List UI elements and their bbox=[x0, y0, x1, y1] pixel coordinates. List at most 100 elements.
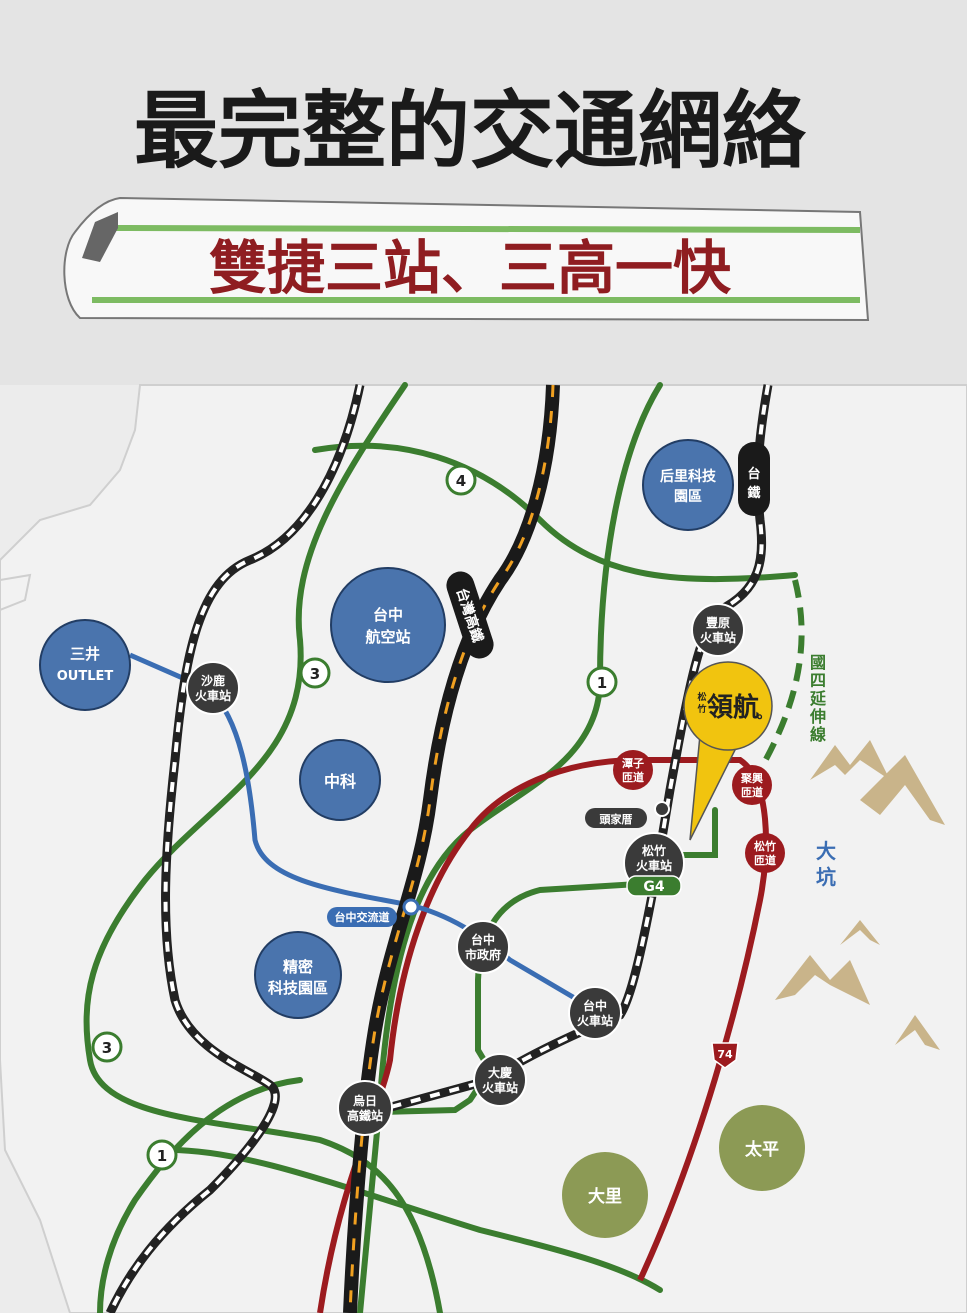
shalu-label-1: 沙鹿 bbox=[201, 673, 225, 688]
road-marker-1-top: 1 bbox=[586, 666, 618, 698]
precision-park-area: 精密 科技園區 bbox=[254, 931, 342, 1019]
dali-area: 大里 bbox=[562, 1152, 648, 1238]
songzhu-ramp-label-2: 匝道 bbox=[754, 853, 776, 867]
road-marker-4: 4 bbox=[445, 464, 477, 496]
dakeng-char-2: 坑 bbox=[816, 865, 836, 889]
tra-label-char-2: 鐵 bbox=[747, 485, 760, 501]
dakeng-char-1: 大 bbox=[816, 839, 836, 863]
shalu-station: 沙鹿 火車站 bbox=[186, 661, 240, 715]
marker-74-text: 74 bbox=[717, 1048, 733, 1061]
road-marker-3-top: 3 bbox=[299, 657, 331, 689]
songzhu-ramp-label-1: 松竹 bbox=[754, 839, 776, 853]
mitsui-label-2: OUTLET bbox=[57, 669, 114, 684]
tanzi-ramp: 潭子 匝道 bbox=[613, 750, 653, 790]
header-background bbox=[0, 0, 967, 390]
extension-char-1: 國 bbox=[810, 653, 826, 672]
project-small-1: 松 bbox=[697, 691, 706, 703]
project-dot: 。 bbox=[757, 706, 771, 722]
science-park-area: 中科 bbox=[299, 739, 381, 821]
airport-label-2: 航空站 bbox=[365, 628, 410, 646]
marker-4-text: 4 bbox=[456, 472, 466, 490]
houli-label-2: 園區 bbox=[674, 489, 702, 505]
fengyuan-label-1: 豐原 bbox=[706, 615, 730, 630]
train-window bbox=[82, 212, 118, 262]
g4-badge bbox=[626, 875, 682, 897]
wuri-hsr-station: 烏日 高鐵站 bbox=[337, 1080, 393, 1136]
toujiacuo-text: 頭家厝 bbox=[600, 812, 633, 826]
daqing-label-1: 大慶 bbox=[488, 1065, 512, 1080]
fengyuan-label-2: 火車站 bbox=[700, 630, 736, 645]
houli-label-1: 后里科技 bbox=[660, 468, 717, 485]
mitsui-label-1: 三井 bbox=[70, 645, 100, 663]
tanzi-ramp-label-1: 潭子 bbox=[622, 756, 644, 770]
extension-char-4: 伸 bbox=[809, 707, 826, 726]
taichung-label-2: 火車站 bbox=[577, 1013, 613, 1028]
toujiacuo-label: 頭家厝 bbox=[585, 808, 647, 828]
taichung-interchange-text: 台中交流道 bbox=[335, 910, 390, 924]
project-pin: 松 竹 領航 。 bbox=[683, 661, 773, 841]
highway-4 bbox=[312, 442, 798, 583]
city-hall-station: 台中 市政府 bbox=[456, 920, 510, 974]
highway-1-branch bbox=[97, 1077, 303, 1313]
tra-label-char-1: 台 bbox=[747, 466, 760, 482]
road-marker-74: 74 bbox=[711, 1042, 739, 1069]
daqing-station: 大慶 火車站 bbox=[473, 1053, 527, 1107]
road-marker-1-bottom: 1 bbox=[146, 1139, 178, 1171]
juxing-ramp-label-2: 匝道 bbox=[741, 785, 763, 799]
precision-park-label-1: 精密 bbox=[283, 958, 313, 976]
dakeng-label: 大 坑 bbox=[816, 839, 836, 889]
taichung-station: 台中 火車站 bbox=[568, 986, 622, 1040]
project-name: 領航 bbox=[707, 692, 759, 723]
taiping-label: 太平 bbox=[745, 1139, 779, 1160]
mitsui-outlet-area: 三井 OUTLET bbox=[39, 619, 131, 711]
extension-char-5: 線 bbox=[810, 725, 826, 744]
juxing-ramp-label-1: 聚興 bbox=[740, 771, 763, 785]
coastline-detail bbox=[0, 573, 32, 611]
daqing-label-2: 火車站 bbox=[482, 1080, 518, 1095]
tanzi-ramp-label-2: 匝道 bbox=[622, 770, 644, 784]
airport-area: 台中 航空站 bbox=[330, 567, 446, 683]
green-roads bbox=[83, 382, 798, 1313]
blue-mrt-line bbox=[128, 652, 597, 1013]
marker-1-top-text: 1 bbox=[597, 674, 607, 692]
mountains bbox=[775, 740, 945, 1050]
taiping-area: 太平 bbox=[719, 1105, 805, 1191]
toujiacuo-node bbox=[654, 801, 670, 817]
city-hall-label-1: 台中 bbox=[471, 932, 495, 947]
city-hall-label-2: 市政府 bbox=[465, 947, 501, 962]
science-park-label: 中科 bbox=[324, 772, 356, 791]
red-expressway-74 bbox=[317, 757, 769, 1313]
marker-3-top-text: 3 bbox=[310, 665, 320, 683]
houli-park-area: 后里科技 園區 bbox=[642, 439, 734, 531]
road-marker-3-bottom: 3 bbox=[91, 1031, 123, 1063]
juxing-ramp: 聚興 匝道 bbox=[732, 765, 772, 805]
extension-label: 國 四 延 伸 線 bbox=[809, 653, 827, 744]
page-title: 最完整的交通網絡 bbox=[134, 82, 807, 180]
songzhu-label-1: 松竹 bbox=[642, 843, 666, 858]
project-small-2: 竹 bbox=[696, 703, 706, 715]
national-4-extension bbox=[757, 579, 805, 772]
train-banner bbox=[63, 196, 870, 322]
songzhu-station: 松竹 火車站 G4 bbox=[623, 832, 685, 897]
taichung-label-1: 台中 bbox=[583, 998, 607, 1013]
extension-char-3: 延 bbox=[809, 689, 827, 708]
precision-park-label-2: 科技園區 bbox=[268, 979, 328, 997]
wuri-label-2: 高鐵站 bbox=[347, 1108, 383, 1123]
songzhu-ramp: 松竹 匝道 bbox=[745, 833, 785, 873]
wuri-label-1: 烏日 bbox=[353, 1093, 377, 1108]
extension-char-2: 四 bbox=[810, 671, 826, 690]
tra-label: 台 鐵 bbox=[738, 442, 770, 516]
shalu-label-2: 火車站 bbox=[195, 688, 231, 703]
marker-1-bottom-text: 1 bbox=[157, 1147, 167, 1165]
songzhu-label-2: 火車站 bbox=[636, 858, 672, 873]
taichung-interchange-node bbox=[402, 898, 420, 916]
fengyuan-station: 豐原 火車站 bbox=[691, 603, 745, 657]
taichung-interchange-label: 台中交流道 bbox=[327, 907, 397, 927]
subtitle: 雙捷三站、三高一快 bbox=[209, 234, 732, 302]
highway-3 bbox=[83, 382, 443, 1313]
marker-3-bottom-text: 3 bbox=[102, 1039, 112, 1057]
g4-label: G4 bbox=[643, 879, 664, 895]
dali-label: 大里 bbox=[588, 1186, 622, 1207]
